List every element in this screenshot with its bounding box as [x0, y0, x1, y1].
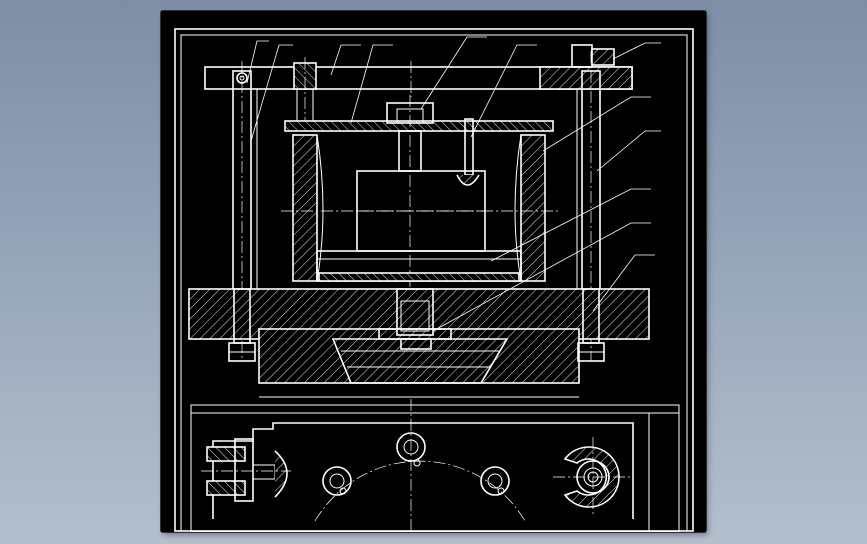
right-clamp-block	[514, 134, 546, 282]
base-plate	[188, 288, 650, 398]
right-bottom-nut	[577, 288, 605, 362]
part-leaders	[246, 36, 661, 332]
locating-pin	[456, 118, 480, 186]
top-crossbar	[204, 61, 633, 97]
top-partial-view[interactable]	[190, 399, 680, 532]
clamp-screw-stack	[293, 57, 317, 129]
front-section-view[interactable]	[188, 36, 661, 398]
bolt-hole-left	[322, 466, 352, 496]
bushing-icon	[378, 288, 452, 350]
support-ring	[316, 250, 522, 282]
inner-rods	[256, 89, 578, 297]
left-clamp-block	[292, 134, 324, 282]
bolt-icon	[201, 438, 291, 502]
drawing-sheet[interactable]	[161, 11, 706, 532]
bearing-ring	[553, 437, 633, 517]
left-bottom-nut	[228, 288, 256, 362]
assembly-drawing	[174, 28, 694, 532]
sheet-border	[174, 28, 694, 532]
bolt-hole-center	[396, 432, 426, 467]
bolt-hole-right	[480, 466, 510, 496]
